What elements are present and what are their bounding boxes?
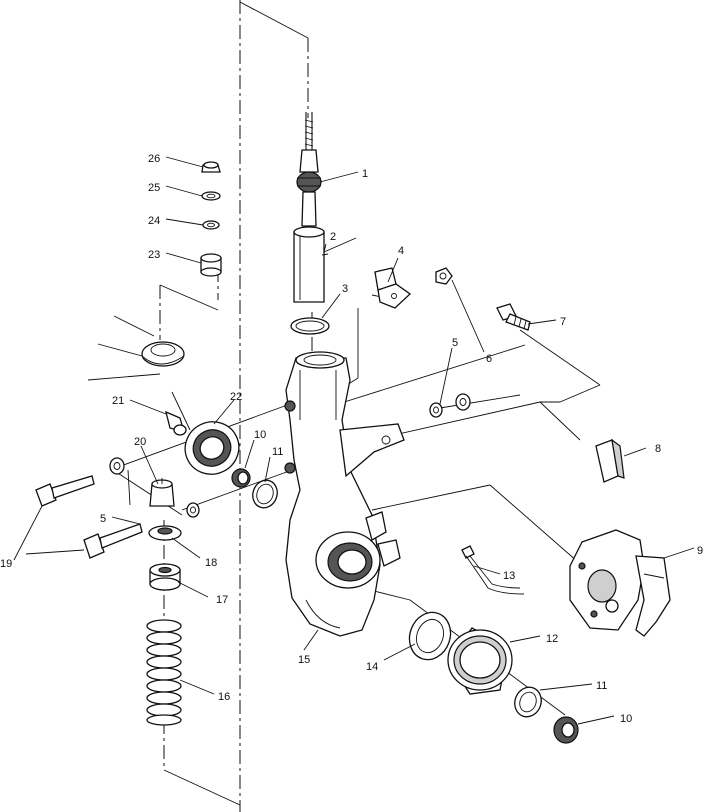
strut-body-2 (293, 226, 325, 303)
nut-10-upper (231, 468, 251, 488)
washer-5-right (429, 402, 443, 418)
callout-labels: 26 25 24 23 1 2 4 3 7 5 6 21 22 10 11 20… (0, 153, 703, 725)
callout-10-upper: 10 (254, 429, 266, 441)
callout-12: 12 (546, 633, 558, 645)
nut-18 (148, 525, 182, 541)
callout-10-lower: 10 (620, 713, 632, 725)
grease-fitting-21 (165, 410, 187, 436)
callout-2: 2 (330, 231, 336, 243)
sensor-13 (461, 545, 525, 595)
bushing-23 (200, 253, 222, 277)
callout-8: 8 (655, 443, 661, 455)
bearing-22 (184, 421, 240, 475)
nut-6 (455, 393, 471, 411)
callout-13: 13 (503, 570, 515, 582)
callout-6: 6 (486, 353, 492, 365)
callout-9: 9 (697, 545, 703, 557)
callout-16: 16 (218, 691, 230, 703)
nut-6-top (435, 267, 453, 285)
callout-11-upper: 11 (272, 446, 283, 458)
callout-15: 15 (298, 654, 310, 666)
callout-1: 1 (362, 168, 368, 180)
callout-5-right: 5 (452, 337, 458, 349)
bushing-17 (149, 563, 181, 591)
seal-14 (408, 611, 452, 661)
callout-11-lower: 11 (596, 680, 607, 692)
spindle-housing-15 (284, 351, 405, 637)
nut-26 (201, 161, 221, 173)
callout-5-left: 5 (100, 513, 106, 525)
nut-10-lower (553, 716, 579, 744)
callout-25: 25 (148, 182, 160, 194)
callout-26: 26 (148, 153, 160, 165)
bolt-7 (496, 303, 531, 331)
washer-5-left-a (109, 457, 125, 475)
pad-8 (595, 438, 625, 483)
bump-stop (87, 315, 185, 381)
callout-19: 19 (0, 558, 12, 570)
bolt-19-upper (35, 475, 95, 507)
callout-24: 24 (148, 215, 160, 227)
strut-rod-1 (296, 112, 322, 227)
o-ring-3 (290, 317, 330, 335)
callout-14: 14 (366, 661, 378, 673)
callout-17: 17 (216, 594, 228, 606)
spring-16 (146, 619, 182, 726)
callout-7: 7 (560, 316, 566, 328)
callout-23: 23 (148, 249, 160, 261)
leader-lines (13, 156, 695, 725)
callout-4: 4 (398, 245, 404, 257)
grease-fitting-20 (149, 478, 175, 507)
bolt-19-lower (83, 523, 143, 559)
bracket-4 (374, 267, 412, 309)
callout-22: 22 (230, 391, 242, 403)
bearing-race-12 (447, 627, 513, 695)
callout-21: 21 (112, 395, 124, 407)
callout-3: 3 (342, 283, 348, 295)
washer-5-left-b (186, 502, 200, 518)
callout-20: 20 (134, 436, 146, 448)
seal-11-lower (514, 686, 542, 718)
caliper-9 (569, 529, 671, 637)
seal-11-upper (252, 479, 278, 509)
washer-25 (201, 191, 221, 201)
callout-18: 18 (205, 557, 217, 569)
washer-24 (202, 220, 220, 230)
